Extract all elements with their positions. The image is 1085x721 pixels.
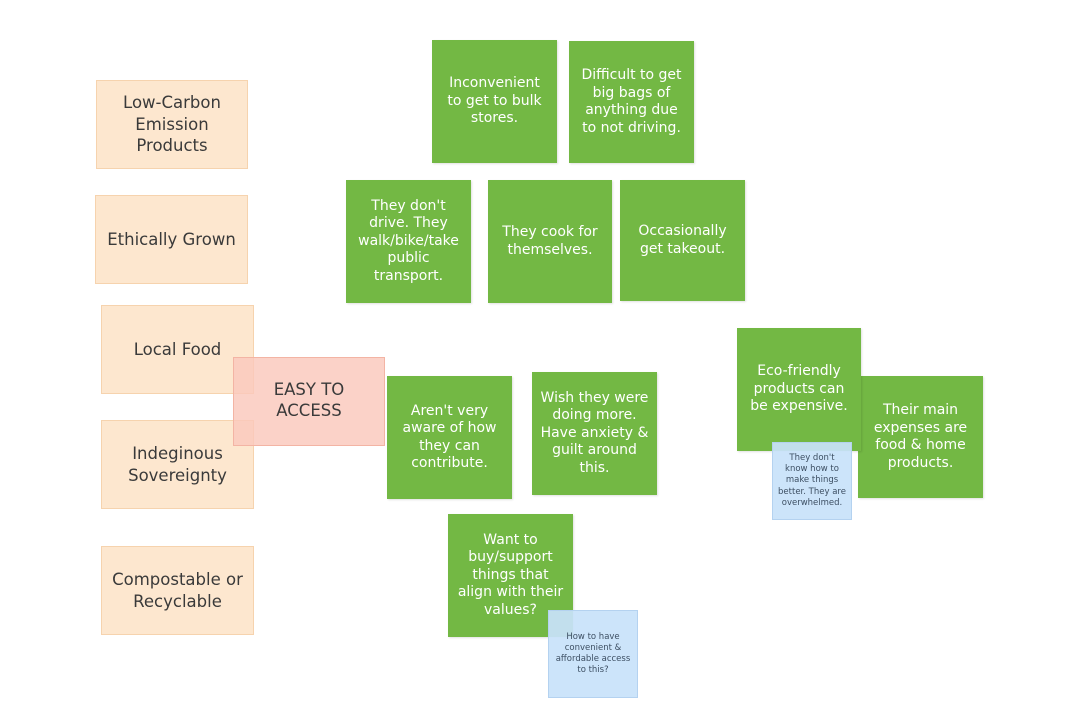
note-takeout[interactable]: Occasionally get takeout. (620, 180, 745, 301)
note-dont-drive[interactable]: They don't drive. They walk/bike/take pu… (346, 180, 471, 303)
note-text: Inconvenient to get to bulk stores. (447, 75, 542, 127)
note-compostable[interactable]: Compostable or Recyclable (101, 546, 254, 635)
note-difficult-bags[interactable]: Difficult to get big bags of anything du… (569, 41, 694, 163)
note-want-buy[interactable]: Want to buy/support things that align wi… (448, 514, 573, 637)
note-not-aware[interactable]: Aren't very aware of how they can contri… (387, 376, 512, 499)
note-text: Indeginous Sovereignty (128, 444, 227, 485)
note-text: They don't drive. They walk/bike/take pu… (358, 197, 459, 284)
note-text: Local Food (133, 339, 222, 359)
note-text: They don't know how to make things bette… (778, 453, 846, 508)
note-local-food[interactable]: Local Food (101, 305, 254, 394)
note-text: Difficult to get big bags of anything du… (581, 67, 682, 136)
note-low-carbon[interactable]: Low-Carbon Emission Products (96, 80, 248, 169)
note-main-expenses[interactable]: Their main expenses are food & home prod… (858, 376, 983, 498)
note-text: Occasionally get takeout. (638, 223, 727, 257)
note-text: EASY TO ACCESS (273, 380, 345, 420)
note-cook[interactable]: They cook for themselves. (488, 180, 612, 303)
note-overwhelmed[interactable]: They don't know how to make things bette… (772, 442, 852, 520)
note-text: Aren't very aware of how they can contri… (402, 402, 497, 472)
note-how-access[interactable]: How to have convenient & affordable acce… (548, 610, 638, 698)
note-text: Want to buy/support things that align wi… (457, 531, 564, 618)
note-inconvenient[interactable]: Inconvenient to get to bulk stores. (432, 40, 557, 163)
note-text: Ethically Grown (107, 229, 236, 249)
note-text: How to have convenient & affordable acce… (555, 631, 631, 676)
note-ethically-grown[interactable]: Ethically Grown (95, 195, 248, 284)
note-text: Their main expenses are food & home prod… (873, 402, 968, 471)
note-text: Compostable or Recyclable (112, 570, 243, 611)
note-indigenous-sovereignty[interactable]: Indeginous Sovereignty (101, 420, 254, 509)
note-text: Eco-friendly products can be expensive. (750, 363, 848, 415)
note-text: They cook for themselves. (502, 224, 598, 258)
note-text: Wish they were doing more. Have anxiety … (540, 389, 649, 476)
note-easy-to-access[interactable]: EASY TO ACCESS (233, 357, 385, 446)
note-wish-more[interactable]: Wish they were doing more. Have anxiety … (532, 372, 657, 495)
note-eco-expensive[interactable]: Eco-friendly products can be expensive. (737, 328, 861, 451)
note-text: Low-Carbon Emission Products (123, 93, 221, 156)
